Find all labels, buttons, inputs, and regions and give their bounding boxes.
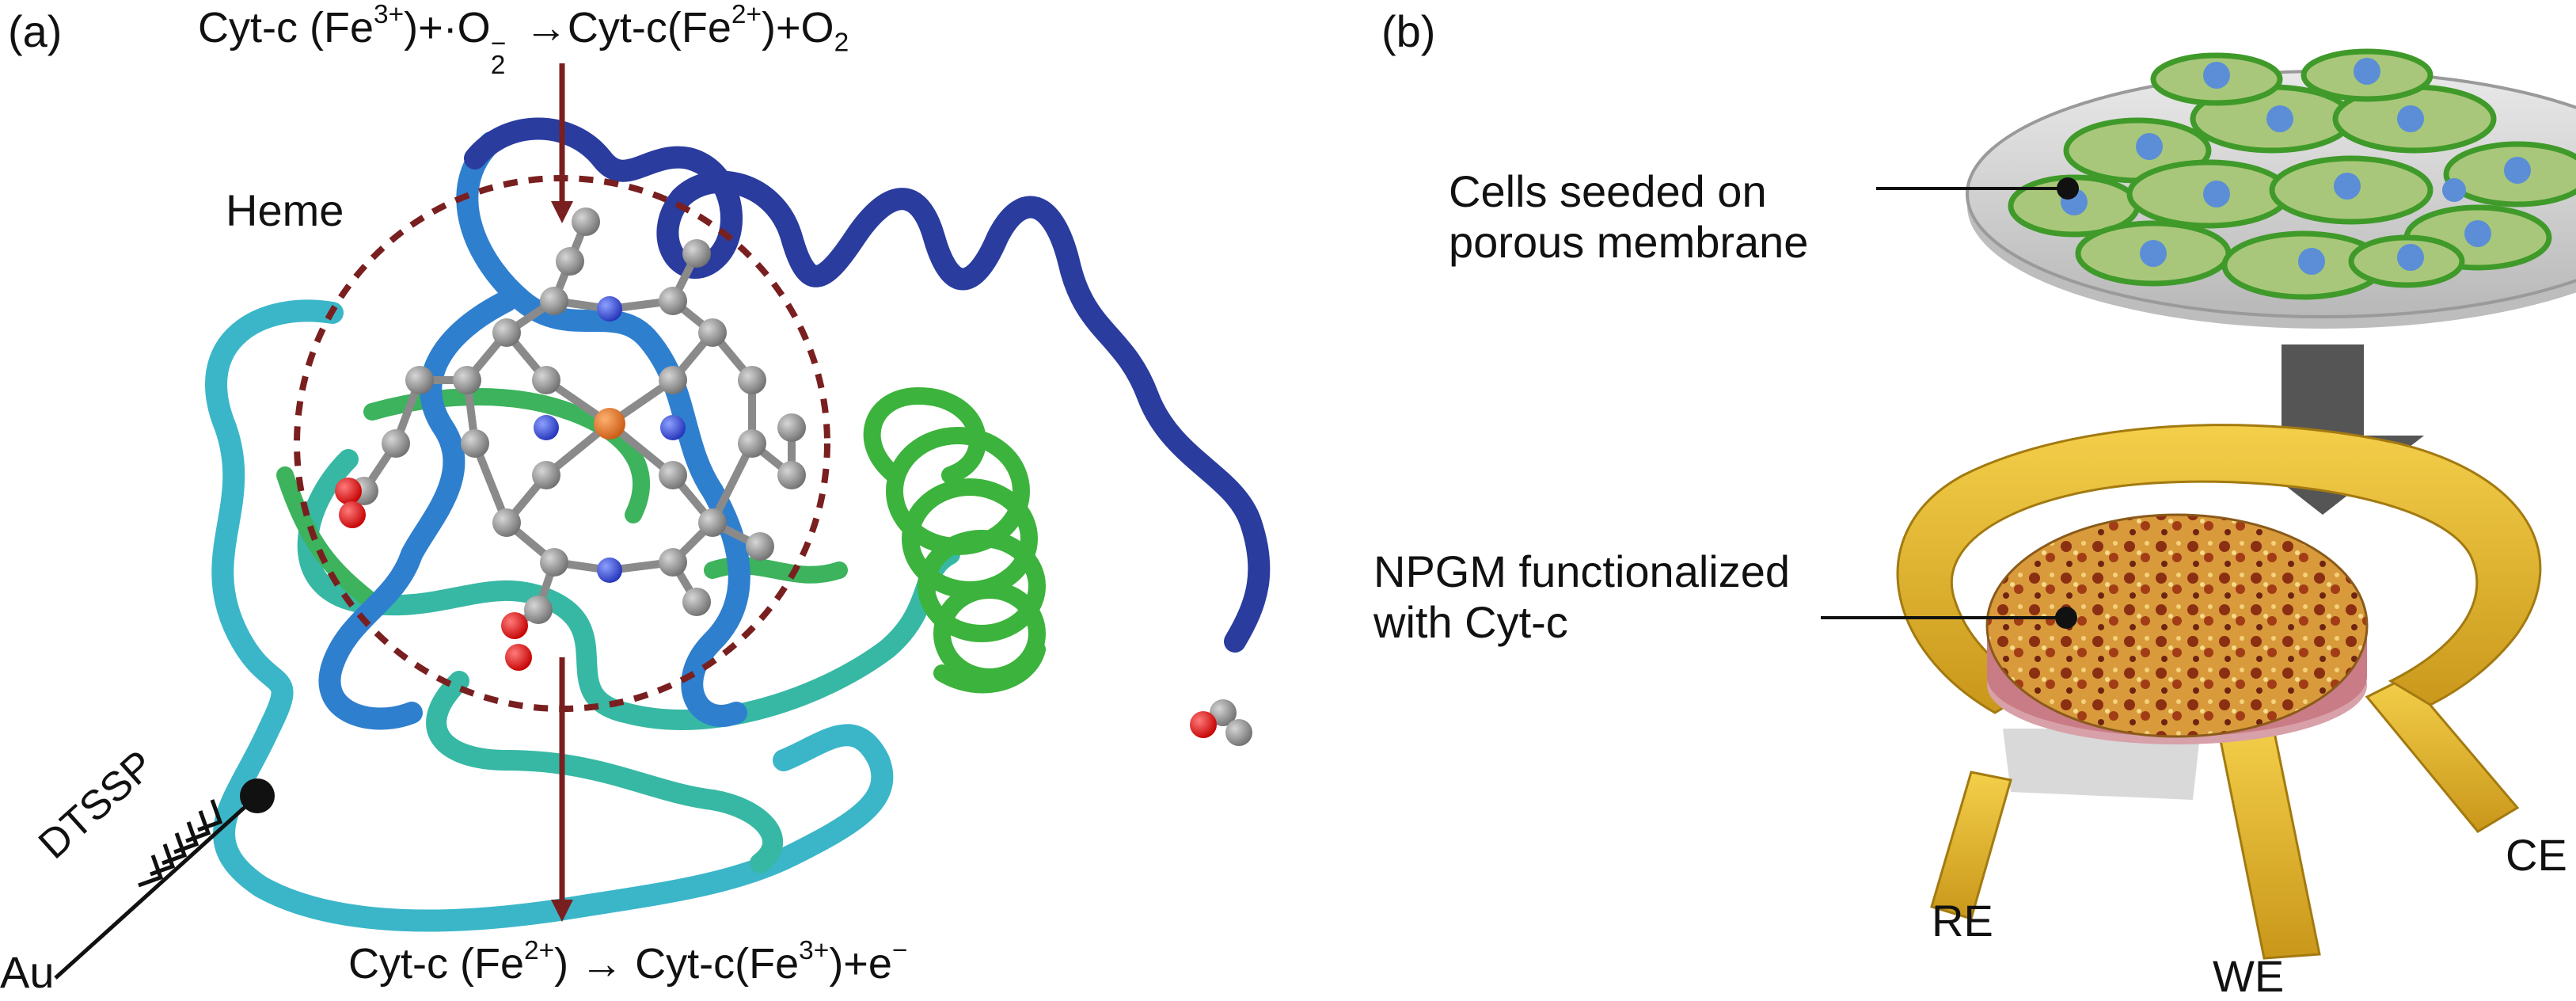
top-eq-reactant-charge: 3+: [374, 0, 405, 29]
cells-label-line2: porous membrane: [1449, 217, 1809, 268]
au-label: Au: [0, 947, 55, 997]
top-eq-product: →Cyt-c(Fe: [524, 4, 731, 51]
bottom-eq-product-charge: 3+: [799, 935, 830, 965]
npgm-leader-dot: [2055, 607, 2077, 629]
protein-alpha-helix: [863, 386, 1046, 694]
top-eq-product-charge: 2+: [731, 0, 762, 29]
cytochrome-c-structure: [205, 117, 1271, 932]
protein-loop-dark-blue: [464, 117, 1271, 653]
heme-molecule: [335, 207, 1252, 746]
electrode-lead-ce: [2365, 676, 2520, 833]
top-eq-plus-radical: )+·O: [404, 4, 491, 51]
electrode-assembly: [1896, 424, 2542, 960]
porous-membrane-dish: [1966, 48, 2576, 329]
panel-b-label: (b): [1381, 6, 1436, 56]
npgm-label: NPGM functionalized with Cyt-c: [1373, 546, 1790, 649]
top-eq-o2-product-sub: 2: [834, 28, 849, 58]
attachment-point: [240, 778, 275, 813]
dtssp-linker: [54, 778, 275, 980]
bottom-eq-electron: −: [891, 935, 908, 965]
panel-a-label: (a): [8, 6, 63, 56]
npgm-label-line2: with Cyt-c: [1373, 597, 1568, 648]
top-eq-product-tail: )+O: [762, 4, 834, 51]
top-eq-reactant: Cyt-c (Fe: [198, 4, 374, 51]
electrode-label-ce: CE: [2506, 830, 2567, 880]
electrode-label-re: RE: [1932, 896, 1993, 946]
electrode-ring: [1896, 424, 2542, 714]
bottom-reaction-equation: Cyt-c (Fe2+) → Cyt-c(Fe3+)+e−: [348, 938, 907, 988]
heme-iron-atom: [594, 408, 625, 440]
protein-loop-cyan: [205, 299, 894, 932]
bottom-eq-reactant-charge: 2+: [524, 935, 555, 965]
bottom-eq-reactant: Cyt-c (Fe: [348, 940, 524, 988]
bottom-eq-arrow: ) → Cyt-c(Fe: [554, 940, 800, 988]
heme-label: Heme: [226, 185, 344, 235]
npgm-disk: [1985, 513, 2369, 738]
cells-label-line1: Cells seeded on: [1449, 166, 1767, 216]
npgm-label-line1: NPGM functionalized: [1373, 546, 1791, 596]
cells-leader-dot: [2057, 177, 2079, 200]
top-reaction-equation: Cyt-c (Fe3+)+·O−2→Cyt-c(Fe2+)+O2: [198, 0, 849, 81]
protein-loop-teal: [297, 449, 960, 873]
bottom-eq-tail: )+e: [829, 940, 892, 988]
electrode-lead-re: [1930, 771, 2012, 920]
cells-label: Cells seeded on porous membrane: [1449, 166, 1808, 268]
electrode-label-we: WE: [2213, 951, 2285, 1001]
electrode-lead-we: [2215, 719, 2321, 960]
